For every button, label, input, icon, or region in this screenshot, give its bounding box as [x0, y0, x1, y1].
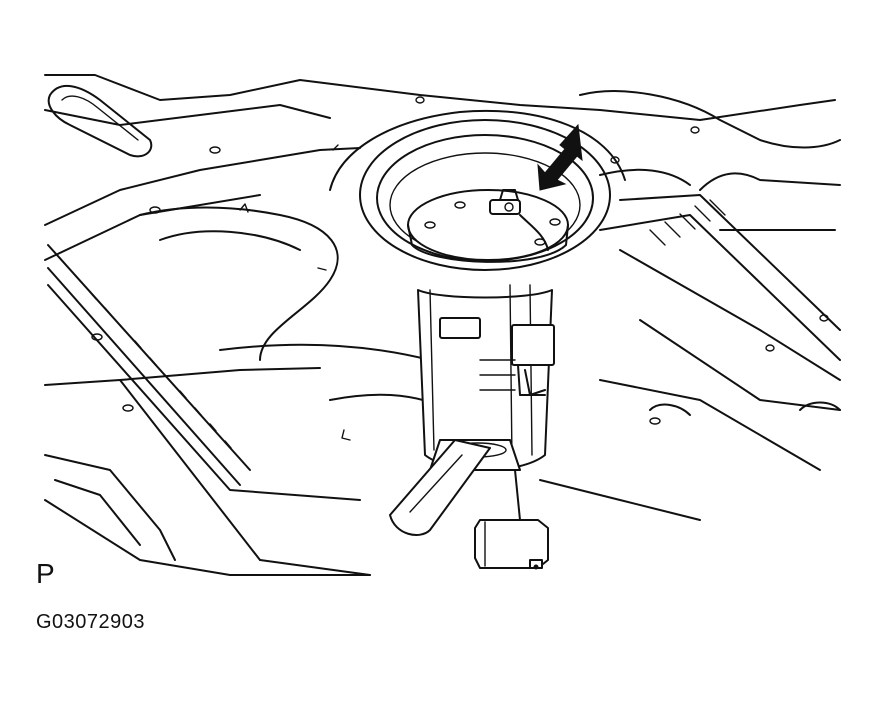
fuel-pump-assembly: [389, 189, 569, 536]
indicator-arrow: [537, 123, 583, 191]
figure-id-label: G03072903: [36, 611, 146, 633]
view-letter-label: P: [36, 558, 55, 589]
floor-panel: [44, 74, 841, 576]
fuel-sender-gauge: [474, 519, 549, 570]
